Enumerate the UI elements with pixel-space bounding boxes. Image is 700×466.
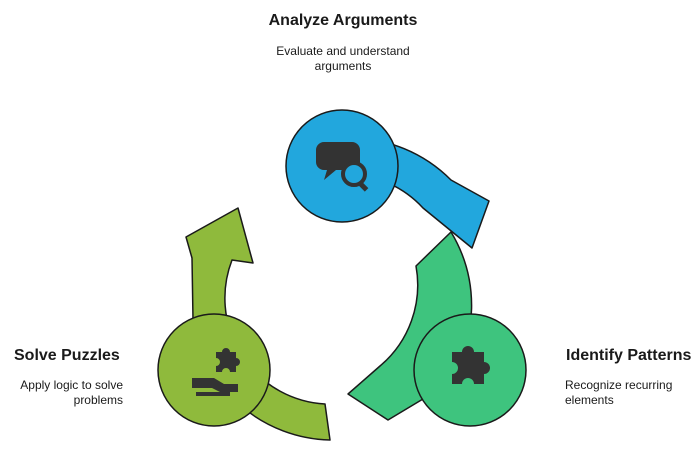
step-solve-title: Solve Puzzles [14, 347, 120, 364]
hand-puzzle-icon [192, 348, 240, 396]
step-solve-desc-line-1: Apply logic to solve [20, 378, 123, 392]
step-analyze-desc-line-2: arguments [314, 59, 372, 73]
step-identify-desc-line-2: elements [565, 393, 614, 407]
step-solve-desc: Apply logic to solve problems [10, 378, 123, 408]
puzzle-piece-icon [452, 346, 490, 384]
step-solve-desc-line-2: problems [73, 393, 123, 407]
step-analyze-desc: Evaluate and understand arguments [0, 44, 686, 74]
chat-magnifier-icon [316, 142, 369, 192]
step-identify-desc: Recognize recurring elements [565, 378, 695, 408]
node-solve-circle [157, 313, 271, 427]
step-identify-desc-line-1: Recognize recurring [565, 378, 673, 392]
step-analyze-title: Analyze Arguments [268, 12, 418, 29]
step-analyze-desc-line-1: Evaluate and understand [276, 44, 410, 58]
step-identify-title: Identify Patterns [566, 347, 692, 364]
